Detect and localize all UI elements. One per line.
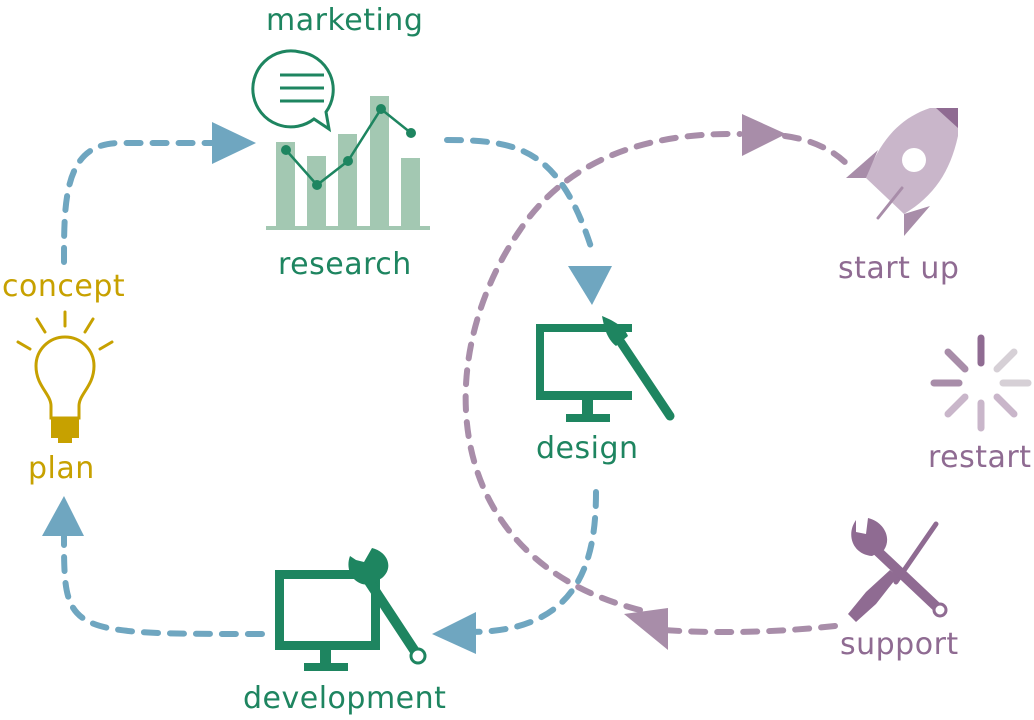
lightbulb-icon — [16, 310, 114, 443]
arrowhead-to-start-up — [742, 114, 786, 156]
speech-bubble-icon — [251, 49, 335, 133]
chart-bar-4 — [370, 96, 389, 228]
purple-arrowheads — [624, 114, 786, 650]
blue-path-design-to-development — [467, 489, 599, 635]
chart-baseline — [266, 226, 430, 230]
monitor-brush-icon — [536, 316, 675, 422]
label-concept: concept — [2, 269, 126, 304]
chart-bar-3 — [338, 134, 357, 228]
purple-path-to-rocket — [782, 133, 851, 168]
blue-path-development-to-plan — [61, 532, 265, 637]
blue-cycle-arrows — [61, 137, 599, 637]
purple-path-support-return — [661, 623, 838, 636]
chart-bar-5 — [401, 158, 420, 228]
purple-path-loop-left — [462, 130, 743, 613]
label-support: support — [840, 627, 959, 662]
label-research: research — [278, 247, 412, 282]
label-marketing: marketing — [266, 3, 424, 38]
label-start-up: start up — [838, 251, 960, 286]
label-development: development — [243, 681, 447, 716]
arrowhead-to-plan — [42, 496, 84, 536]
bar-chart-icon — [266, 96, 430, 230]
label-plan: plan — [28, 451, 95, 486]
chart-bar-1 — [276, 142, 295, 228]
label-design: design — [536, 431, 639, 466]
purple-cycle-arrows — [462, 130, 851, 636]
label-restart: restart — [928, 440, 1032, 475]
blue-arrowheads — [42, 122, 612, 654]
rocket-icon — [846, 108, 958, 236]
arrowhead-to-design — [568, 266, 612, 305]
blue-path-concept-to-research — [61, 140, 215, 265]
screwdriver-wrench-icon — [848, 518, 948, 622]
arrowhead-from-support — [624, 608, 668, 650]
chart-bar-2 — [307, 156, 326, 228]
arrowhead-to-development — [432, 612, 476, 654]
loading-spinner-icon — [930, 334, 1032, 432]
arrowhead-to-research — [212, 122, 256, 164]
blue-path-research-to-design — [444, 137, 595, 253]
monitor-wrench-icon — [275, 548, 427, 671]
